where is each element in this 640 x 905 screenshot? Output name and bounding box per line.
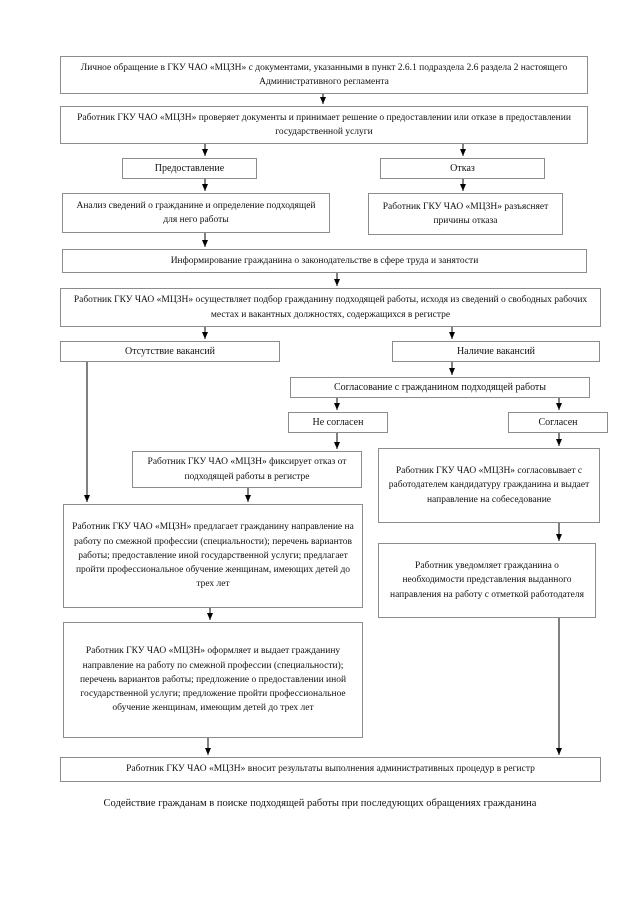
flow-node-agree: Согласен <box>508 412 608 433</box>
flow-node-not-agree: Не согласен <box>288 412 388 433</box>
flow-node-refusal: Отказ <box>380 158 545 179</box>
flow-node-application: Личное обращение в ГКУ ЧАО «МЦЗН» с доку… <box>60 56 588 94</box>
flow-node-provision: Предоставление <box>122 158 257 179</box>
flow-node-coordination: Согласование с гражданином подходящей ра… <box>290 377 590 398</box>
flow-node-check-documents: Работник ГКУ ЧАО «МЦЗН» проверяет докуме… <box>60 106 588 144</box>
flow-node-record-results: Работник ГКУ ЧАО «МЦЗН» вносит результат… <box>60 757 601 782</box>
flow-node-no-vacancies: Отсутствие вакансий <box>60 341 280 362</box>
flow-node-explain-refusal: Работник ГКУ ЧАО «МЦЗН» разъясняет причи… <box>368 193 563 235</box>
flow-node-offer-options: Работник ГКУ ЧАО «МЦЗН» предлагает гражд… <box>63 504 363 608</box>
flow-node-job-selection: Работник ГКУ ЧАО «МЦЗН» осуществляет под… <box>60 288 601 327</box>
flow-node-vacancies: Наличие вакансий <box>392 341 600 362</box>
flow-node-analysis: Анализ сведений о гражданине и определен… <box>62 193 330 233</box>
flow-node-informing: Информирование гражданина о законодатель… <box>62 249 587 273</box>
flow-node-fix-refusal: Работник ГКУ ЧАО «МЦЗН» фиксирует отказ … <box>132 451 362 488</box>
diagram-caption: Содействие гражданам в поиске подходящей… <box>103 798 537 809</box>
flow-node-notify-citizen: Работник уведомляет гражданина о необход… <box>378 543 596 618</box>
flow-node-issue-referral: Работник ГКУ ЧАО «МЦЗН» оформляет и выда… <box>63 622 363 738</box>
flow-node-approve-candidate: Работник ГКУ ЧАО «МЦЗН» согласовывает с … <box>378 448 600 523</box>
